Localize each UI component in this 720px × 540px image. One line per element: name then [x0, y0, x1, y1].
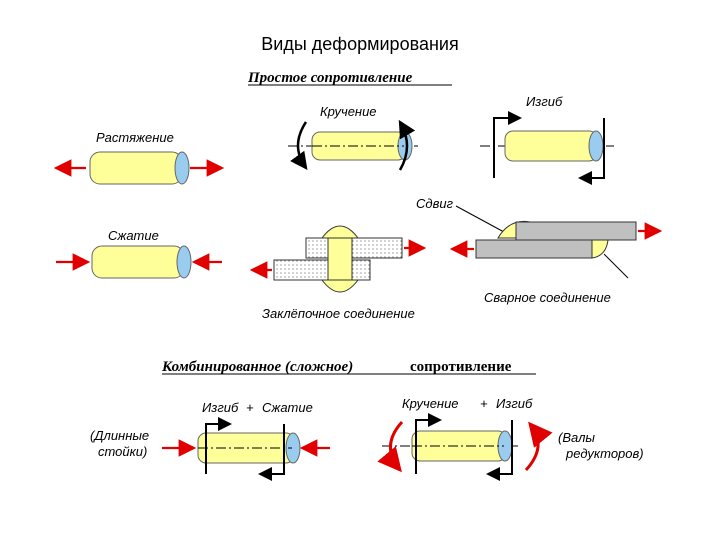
- left-note-1: (Длинные: [90, 428, 149, 443]
- right-note-1: (Валы: [558, 430, 595, 445]
- left-bend-label: Изгиб: [202, 400, 239, 415]
- compression-label: Сжатие: [108, 228, 159, 243]
- weld-label: Сварное соединение: [484, 290, 611, 305]
- tension-label: Растяжение: [96, 130, 174, 145]
- shear-label: Сдвиг: [416, 196, 454, 211]
- bending-compression-figure: Изгиб + Сжатие (Длинные стойки): [90, 400, 330, 481]
- combined-header-part1: Комбинированное (сложное): [161, 359, 353, 375]
- right-plus: +: [480, 396, 488, 411]
- torsion-bending-figure: Кручение + Изгиб (Валы редукторов): [377, 396, 644, 481]
- bending-label: Изгиб: [526, 94, 563, 109]
- tension-figure: Растяжение: [53, 130, 225, 185]
- left-plus: +: [246, 400, 254, 415]
- simple-header: Простое сопротивление: [247, 70, 413, 86]
- left-note-2: стойки): [98, 444, 147, 459]
- bending-figure: Изгиб: [480, 94, 614, 185]
- right-bend-label: Изгиб: [496, 396, 533, 411]
- slide-title: Виды деформирования: [261, 34, 459, 54]
- right-note-2: редукторов): [565, 446, 644, 461]
- left-comp-label: Сжатие: [262, 400, 313, 415]
- weld-figure: Сдвиг Сварное соединение: [416, 196, 663, 305]
- rivet-label: Заклёпочное соединение: [262, 306, 415, 321]
- rivet-figure: Заклёпочное соединение: [249, 225, 427, 321]
- compression-figure: Сжатие: [56, 228, 222, 279]
- right-torsion-label: Кручение: [402, 396, 459, 411]
- torsion-label: Кручение: [320, 104, 377, 119]
- torsion-figure: Кручение: [288, 104, 418, 171]
- combined-header-part2: сопротивление: [410, 359, 512, 375]
